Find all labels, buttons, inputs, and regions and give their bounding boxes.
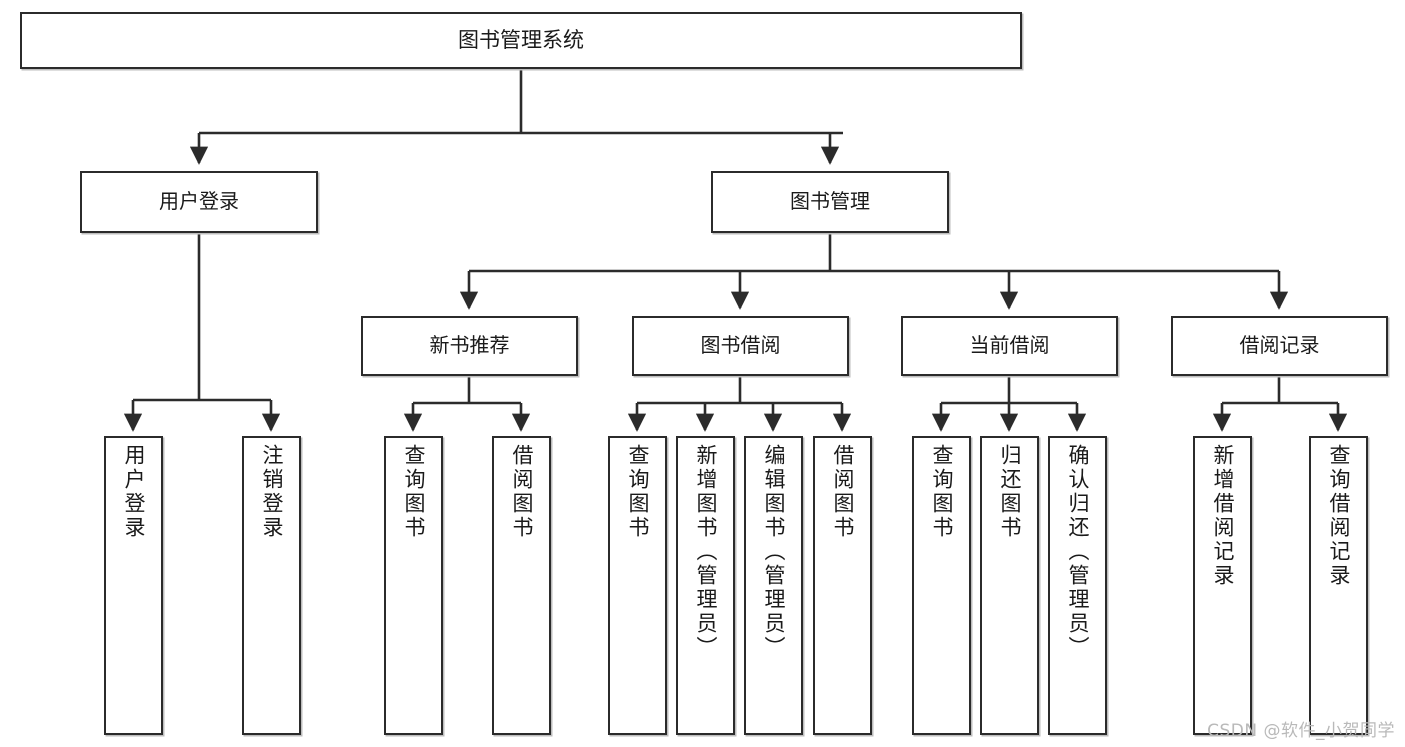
node-root-system[interactable]: 图书管理系统 [20, 12, 1022, 69]
leaf-edit-book-admin[interactable]: 编辑图书（管理员） [744, 436, 803, 735]
node-label: 图书管理 [790, 189, 870, 214]
node-label: 查询图书 [930, 444, 954, 540]
leaf-user-login[interactable]: 用户登录 [104, 436, 163, 735]
node-label: 注销登录 [260, 444, 284, 540]
watermark-text: CSDN @软件_小贺同学 [1207, 721, 1395, 741]
leaf-add-borrow-record[interactable]: 新增借阅记录 [1193, 436, 1252, 735]
node-current-borrow[interactable]: 当前借阅 [901, 316, 1118, 376]
leaf-query-book-newbook[interactable]: 查询图书 [384, 436, 443, 735]
node-borrow-record[interactable]: 借阅记录 [1171, 316, 1388, 376]
node-label: 用户登录 [159, 189, 239, 214]
leaf-query-borrow-record[interactable]: 查询借阅记录 [1309, 436, 1368, 735]
node-label: 用户登录 [122, 444, 146, 540]
node-book-management[interactable]: 图书管理 [711, 171, 949, 233]
leaf-return-book[interactable]: 归还图书 [980, 436, 1039, 735]
node-new-book-recommend[interactable]: 新书推荐 [361, 316, 578, 376]
node-label: 编辑图书（管理员） [762, 444, 786, 660]
node-label: 图书管理系统 [458, 28, 584, 53]
node-label: 确认归还（管理员） [1066, 444, 1090, 660]
node-label: 查询图书 [626, 444, 650, 540]
node-label: 借阅图书 [831, 444, 855, 540]
node-label: 图书借阅 [700, 333, 781, 358]
node-label: 查询图书 [402, 444, 426, 540]
node-label: 借阅记录 [1239, 333, 1320, 358]
leaf-logout[interactable]: 注销登录 [242, 436, 301, 735]
node-label: 新增图书（管理员） [694, 444, 718, 660]
node-label: 当前借阅 [969, 333, 1050, 358]
node-label: 查询借阅记录 [1327, 444, 1351, 588]
node-label: 借阅图书 [510, 444, 534, 540]
node-label: 新书推荐 [429, 333, 510, 358]
leaf-query-book-borrow[interactable]: 查询图书 [608, 436, 667, 735]
leaf-add-book-admin[interactable]: 新增图书（管理员） [676, 436, 735, 735]
node-book-borrow[interactable]: 图书借阅 [632, 316, 849, 376]
leaf-borrow-book[interactable]: 借阅图书 [813, 436, 872, 735]
node-label: 归还图书 [998, 444, 1022, 540]
leaf-confirm-return-admin[interactable]: 确认归还（管理员） [1048, 436, 1107, 735]
node-label: 新增借阅记录 [1211, 444, 1235, 588]
leaf-query-book-current[interactable]: 查询图书 [912, 436, 971, 735]
node-user-login[interactable]: 用户登录 [80, 171, 318, 233]
leaf-borrow-book-newbook[interactable]: 借阅图书 [492, 436, 551, 735]
